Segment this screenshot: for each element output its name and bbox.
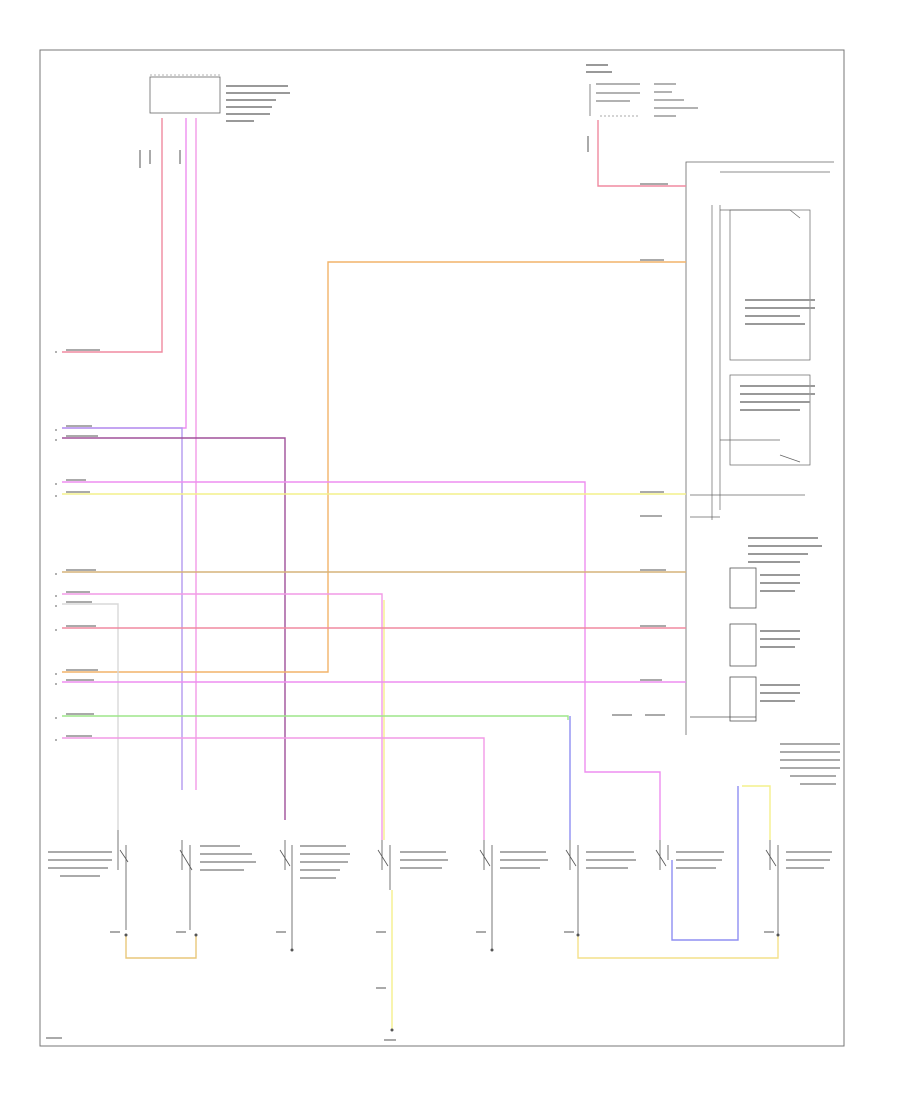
wire-tan-ground-left — [125, 935, 197, 959]
switch-6 — [565, 840, 579, 935]
wire-blue-pink — [62, 427, 183, 790]
wire-violet-1 — [62, 437, 286, 820]
switch-8 — [765, 840, 779, 935]
diagram-border — [39, 49, 845, 1047]
wire-tan-ground-right — [577, 935, 779, 959]
fuse-box — [586, 64, 698, 117]
wire-pink-5 — [62, 737, 485, 840]
control-module — [149, 74, 290, 122]
switch-4 — [377, 840, 391, 890]
switch-3 — [279, 840, 293, 950]
wire-red-top — [597, 120, 686, 187]
ground-label-stubs — [46, 931, 774, 1041]
switch-descriptions — [48, 743, 840, 879]
wire-blue-2 — [671, 786, 739, 941]
switch-2 — [179, 840, 193, 930]
wires — [62, 118, 779, 1030]
wire-red-1 — [62, 118, 163, 353]
switch-1 — [117, 830, 129, 930]
wire-yellow-3 — [742, 785, 771, 840]
wire-label-stubs — [66, 136, 668, 737]
wire-white-1 — [62, 603, 119, 830]
switch-assembly — [685, 161, 834, 735]
ground-terminals — [124, 933, 780, 1032]
bottom-switches — [117, 830, 779, 950]
wire-pink-3 — [62, 481, 661, 840]
wire-pink-4 — [62, 593, 383, 840]
wire-pink-2 — [62, 118, 187, 429]
pin-markers — [55, 351, 57, 741]
wire-green-1 — [62, 715, 569, 720]
switch-7 — [655, 840, 669, 870]
switch-5 — [479, 840, 493, 950]
wire-orange-1 — [62, 261, 686, 673]
